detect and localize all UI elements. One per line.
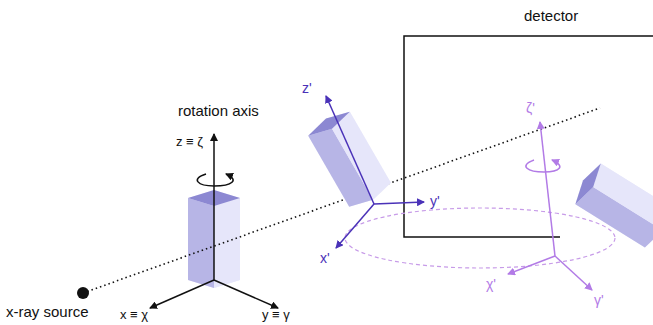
x-axis (150, 280, 214, 308)
axis-symbol: z ≡ ζ (176, 134, 203, 150)
rotation-path (345, 208, 615, 268)
axis-symbol: χ' (486, 276, 496, 292)
rotation-arrow-prime (526, 160, 560, 172)
y-prime-axis (374, 202, 424, 204)
source-label: x-ray source (6, 304, 89, 320)
axis-symbol: x ≡ χ (120, 307, 148, 323)
tilted-prism (305, 106, 394, 211)
axis-symbol: γ' (594, 292, 604, 308)
rotation-arrow (197, 174, 233, 186)
y-axis (214, 280, 278, 308)
source-dot (77, 287, 89, 299)
axis-symbol: z' (302, 80, 312, 96)
z-prime-axis (326, 96, 374, 204)
axis-symbol: y' (430, 193, 440, 209)
axis-symbol: ζ' (526, 100, 535, 116)
axis-symbol: x' (320, 250, 330, 266)
rotation-axis (213, 134, 215, 280)
x-prime-axis (336, 204, 374, 248)
detector-label: detector (524, 8, 578, 24)
beam-line (83, 108, 600, 293)
gamma-prime-axis (555, 256, 592, 290)
projected-prism (570, 160, 653, 251)
axis-label: rotation axis (178, 103, 259, 119)
chi-prime-axis (508, 256, 555, 274)
axis-symbol: y ≡ γ (262, 307, 290, 323)
zeta-prime-axis (540, 122, 555, 256)
